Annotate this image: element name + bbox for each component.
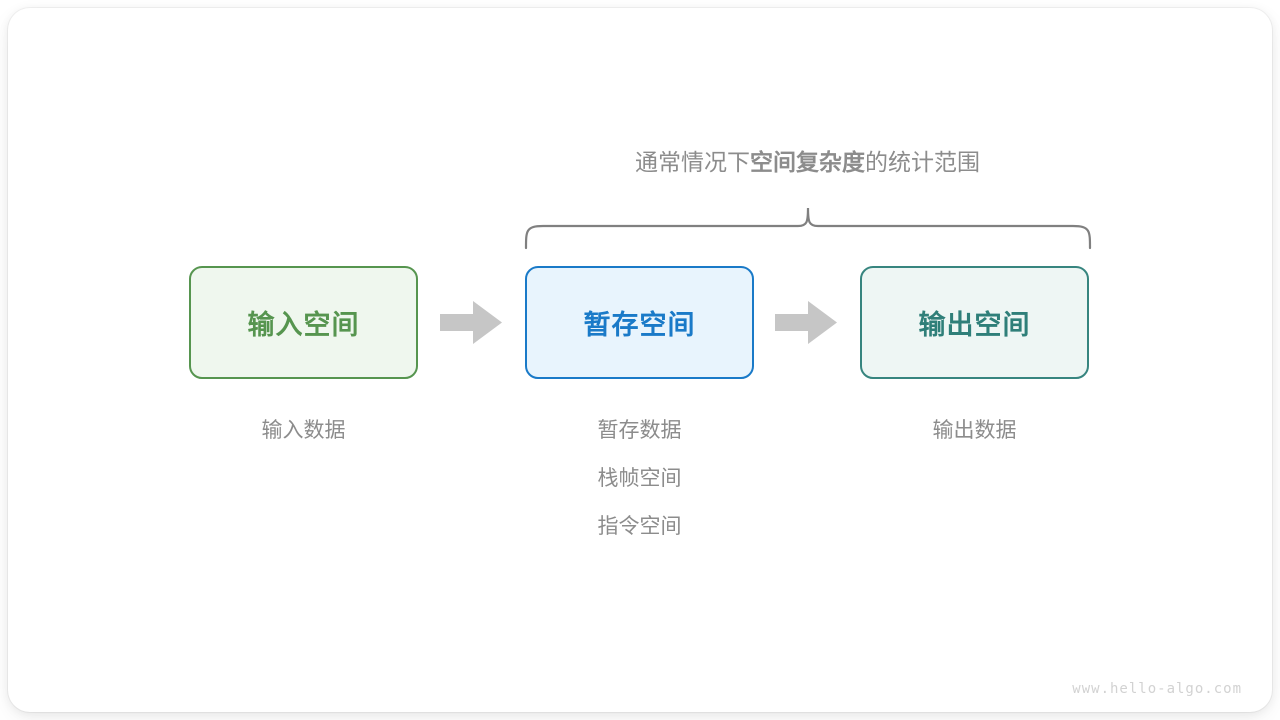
stage-input-captions: 输入数据 — [189, 407, 418, 455]
stage-buffer-captions: 暂存数据 栈帧空间 指令空间 — [525, 407, 754, 551]
stage-output: 输出空间 输出数据 — [860, 266, 1089, 455]
stage-output-box: 输出空间 — [860, 266, 1089, 379]
brace-caption: 通常情况下空间复杂度的统计范围 — [525, 145, 1090, 179]
brace-caption-suffix: 的统计范围 — [865, 149, 980, 175]
curly-brace-icon — [515, 198, 1100, 254]
arrow-right-icon — [775, 301, 837, 344]
stage-output-captions: 输出数据 — [860, 407, 1089, 455]
arrow-right-icon — [440, 301, 502, 344]
stage-buffer-label: 暂存空间 — [583, 310, 696, 340]
stage-input: 输入空间 输入数据 — [189, 266, 418, 455]
stage-input-label: 输入空间 — [247, 310, 360, 340]
stage-buffer: 暂存空间 暂存数据 栈帧空间 指令空间 — [525, 266, 754, 551]
brace-caption-prefix: 通常情况下 — [635, 149, 750, 175]
caption-item: 指令空间 — [597, 515, 682, 538]
caption-item: 栈帧空间 — [597, 467, 682, 490]
caption-item: 输入数据 — [261, 419, 346, 442]
watermark: www.hello-algo.com — [1072, 681, 1242, 697]
stage-input-box: 输入空间 — [189, 266, 418, 379]
caption-item: 暂存数据 — [597, 419, 682, 442]
stage-buffer-box: 暂存空间 — [525, 266, 754, 379]
brace-caption-emphasis: 空间复杂度 — [750, 149, 865, 175]
caption-item: 输出数据 — [932, 419, 1017, 442]
stage-output-label: 输出空间 — [918, 310, 1031, 340]
